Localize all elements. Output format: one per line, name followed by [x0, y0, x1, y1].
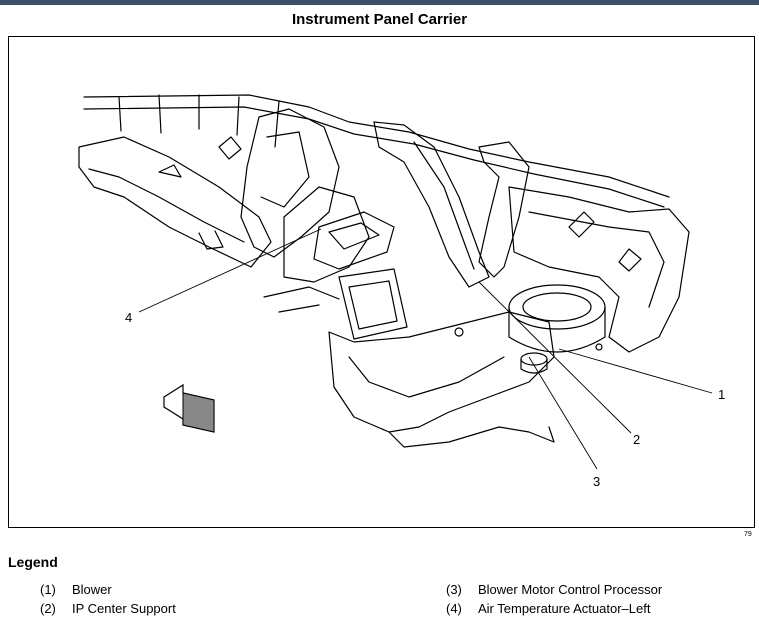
- callout-3: 3: [593, 474, 600, 489]
- legend-num-3: (3): [446, 582, 462, 597]
- legend-label-2: IP Center Support: [72, 601, 176, 616]
- square-outlet: [338, 268, 408, 340]
- legend-item-2: (2) IP Center Support: [40, 601, 176, 616]
- legend-item-1: (1) Blower: [40, 582, 112, 597]
- legend-label-4: Air Temperature Actuator–Left: [478, 601, 651, 616]
- legend-item-3: (3) Blower Motor Control Processor: [446, 582, 662, 597]
- legend-num-1: (1): [40, 582, 56, 597]
- leader-line-2: [478, 281, 632, 434]
- legend-heading: Legend: [8, 554, 58, 570]
- blower-housing: [328, 311, 555, 433]
- legend-label-1: Blower: [72, 582, 112, 597]
- figure-code: 79: [744, 531, 752, 538]
- legend-item-4: (4) Air Temperature Actuator–Left: [446, 601, 650, 616]
- callout-4: 4: [125, 310, 132, 325]
- callout-2: 2: [633, 432, 640, 447]
- callout-1: 1: [718, 387, 725, 402]
- direction-arrow-icon: [163, 383, 215, 433]
- leader-line-3: [528, 356, 598, 470]
- instrument-panel-illustration: 1 2 3 4: [78, 94, 725, 489]
- upper-frame: [83, 94, 670, 198]
- leader-line-4: [138, 228, 322, 313]
- legend-num-2: (2): [40, 601, 56, 616]
- temperature-actuator: [313, 211, 395, 270]
- leader-line-1: [558, 348, 713, 394]
- motor-control-processor: [520, 352, 548, 366]
- diagram-title: Instrument Panel Carrier: [291, 11, 468, 28]
- legend-num-4: (4): [446, 601, 462, 616]
- left-bracket: [240, 108, 340, 258]
- illustration-frame: 1 2 3 4: [8, 36, 755, 528]
- legend-label-3: Blower Motor Control Processor: [478, 582, 663, 597]
- right-carrier: [508, 186, 690, 353]
- top-bar: [0, 0, 759, 5]
- left-duct: [78, 136, 272, 268]
